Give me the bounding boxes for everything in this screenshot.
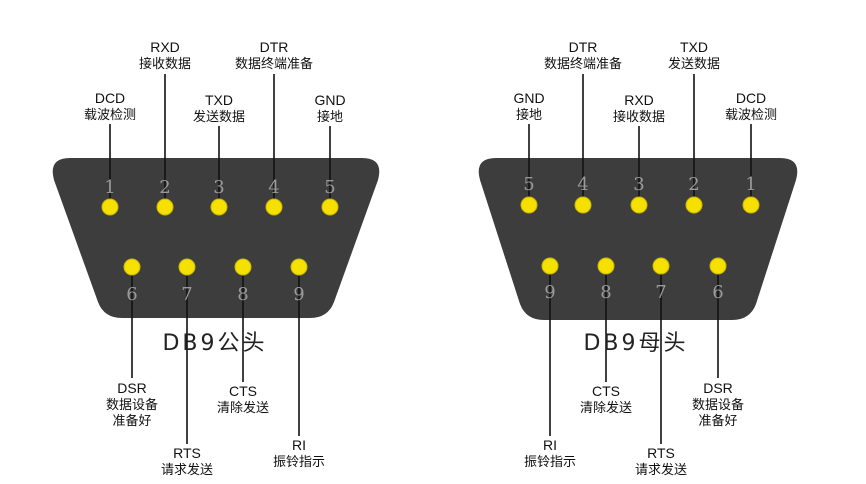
male-pin-code: DTR [260, 39, 289, 55]
male-pin-name: 数据终端准备 [235, 56, 313, 72]
female-pin-number: 2 [688, 174, 699, 195]
female-pin-number: 6 [712, 282, 723, 303]
male-connector-shell [52, 158, 380, 318]
male-pin-name: 载波检测 [84, 108, 136, 123]
male-pin-code: RTS [173, 445, 201, 461]
male-pin-name-line2: 准备好 [112, 413, 151, 429]
female-pin [630, 196, 648, 214]
female-pin-code: DCD [736, 90, 766, 106]
male-pin [123, 258, 141, 276]
female-pin [685, 196, 703, 214]
male-pin-name: 接地 [317, 109, 343, 125]
male-pin-number: 1 [104, 177, 115, 198]
male-pin-code: GND [314, 92, 345, 108]
female-pin-name: 振铃指示 [524, 455, 576, 470]
female-pin-name: 接收数据 [613, 109, 665, 125]
male-pin [101, 198, 119, 216]
male-pin [234, 258, 252, 276]
female-pin-code: RXD [624, 92, 654, 108]
male-pin-name: 发送数据 [193, 109, 245, 125]
female-pin-name: 载波检测 [725, 108, 777, 123]
female-pin-name: 发送数据 [668, 56, 720, 72]
female-pin [652, 257, 670, 275]
female-pin-number: 3 [633, 174, 644, 195]
male-connector-title: DB9公头 [162, 331, 267, 356]
male-pin-number: 6 [126, 284, 137, 305]
female-pin-number: 9 [544, 282, 555, 303]
female-pin [541, 257, 559, 275]
female-pin-number: 5 [523, 174, 534, 195]
female-pin-name: 数据设备 [692, 397, 744, 413]
female-pin-number: 7 [655, 282, 666, 303]
female-pin-code: RTS [647, 445, 675, 461]
female-pin-code: TXD [680, 39, 708, 55]
male-pin-code: RI [292, 437, 306, 453]
male-pin-number: 9 [293, 284, 304, 305]
male-pin [290, 258, 308, 276]
female-pin-name-line2: 准备好 [698, 413, 737, 429]
male-pin-name: 数据设备 [106, 397, 158, 413]
male-pin-number: 8 [237, 284, 248, 305]
female-pin-name: 清除发送 [580, 400, 632, 416]
male-pin-name: 接收数据 [139, 56, 191, 72]
male-pin [321, 198, 339, 216]
male-pin-name: 请求发送 [161, 462, 213, 478]
female-pin [574, 196, 592, 214]
female-pin [709, 257, 727, 275]
female-pin-code: GND [513, 90, 544, 106]
female-pin-name: 数据终端准备 [544, 56, 622, 72]
male-pin-code: DSR [117, 380, 147, 396]
male-pin [210, 198, 228, 216]
female-pin-code: RI [543, 437, 557, 453]
male-connector: 1 2 3 4 5 6 7 8 9 DCD 载波检测 RXD 接收数据 TXD … [52, 39, 380, 478]
male-pin [156, 198, 174, 216]
male-pin-number: 3 [213, 177, 224, 198]
male-pin-name: 振铃指示 [273, 455, 325, 470]
female-pin-number: 8 [600, 282, 611, 303]
male-pin-number: 2 [159, 177, 170, 198]
female-connector-title: DB9母头 [583, 331, 688, 356]
male-pin [265, 198, 283, 216]
female-pin [742, 196, 760, 214]
male-pin-number: 4 [268, 177, 279, 198]
male-pin-number: 5 [324, 177, 335, 198]
male-pin [178, 258, 196, 276]
female-pin [520, 196, 538, 214]
female-pin-code: CTS [592, 383, 620, 399]
male-pin-number: 7 [181, 284, 192, 305]
female-pin [597, 257, 615, 275]
male-pin-name: 清除发送 [217, 400, 269, 416]
female-pin-name: 接地 [516, 107, 542, 123]
male-pin-code: RXD [150, 39, 180, 55]
female-pin-number: 4 [577, 174, 588, 195]
female-pin-number: 1 [745, 174, 756, 195]
female-pin-code: DTR [569, 39, 598, 55]
male-pin-code: TXD [205, 92, 233, 108]
female-connector: 5 4 3 2 1 9 8 7 6 GND 接地 DTR 数据终端准备 RXD … [478, 39, 798, 478]
female-pin-code: DSR [703, 380, 733, 396]
male-pin-code: CTS [229, 383, 257, 399]
female-pin-name: 请求发送 [635, 462, 687, 478]
male-pin-code: DCD [95, 90, 125, 106]
